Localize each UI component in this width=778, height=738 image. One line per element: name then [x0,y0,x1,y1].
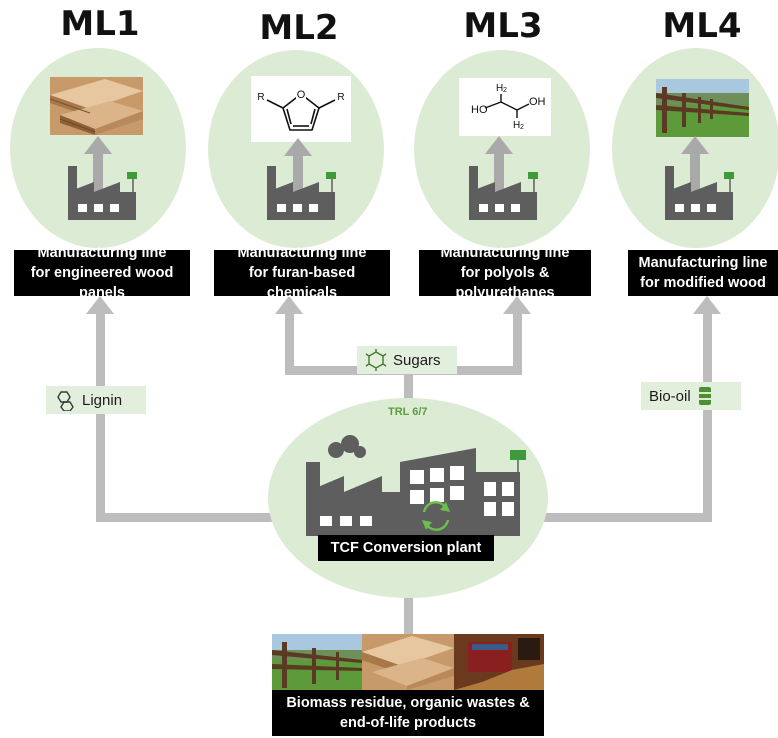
svg-text:H: H [513,120,520,131]
sugars-stem [404,374,413,414]
biooil-vertical-arrow-shaft [703,312,712,522]
ml1-label: Manufacturing line for engineered wood p… [14,245,190,301]
lignin-vertical-arrow-shaft [96,312,105,522]
trl-label: TRL 6/7 [388,406,428,418]
feedstock-images [272,634,544,690]
fence-photo [272,634,362,690]
ethylene-glycol-structure-image: HO OH H 2 H 2 [459,78,551,136]
sugars-ml3-arrowhead [503,296,531,314]
wooden-fence-image [656,79,749,137]
ml1-title: ML1 [60,4,140,44]
wood-panels-image [50,77,143,135]
biooil-arrowhead [693,296,721,314]
lignin-arrowhead [86,296,114,314]
sugars-tag: Sugars [357,346,457,374]
waste-photo [454,634,544,690]
biooil-horizontal-connector [540,513,712,522]
feedstock-label: Biomass residue, organic wastes & end-of… [272,690,544,736]
ml4-title: ML4 [662,6,742,46]
sugars-ml2-arrowhead [275,296,303,314]
conversion-plant-icon [306,435,526,536]
lignin-horizontal-connector [96,513,296,522]
ml2-title: ML2 [259,8,339,48]
ml1-factory-icon [68,166,137,220]
ml3-label: Manufacturing line for polyols & polyure… [419,245,591,301]
furan-r-left: R [257,92,264,103]
product-arrows [84,136,709,192]
biooil-tag: Bio-oil [641,382,741,410]
lignin-tag: Lignin [46,386,146,414]
ml2-factory-icon [267,166,336,220]
feedstock-arrow-shaft [404,582,413,634]
svg-text:HO: HO [471,104,488,116]
svg-text:OH: OH [529,96,546,108]
lignin-molecule-icon [57,391,74,411]
svg-text:H: H [496,83,503,94]
sugar-molecule-icon [365,349,387,371]
furan-r-right: R [337,92,344,103]
ml2-label: Manufacturing line for furan-based chemi… [214,245,390,301]
plant-label: TCF Conversion plant [318,535,494,561]
ml4-label: Manufacturing line for modified wood [628,250,778,296]
oil-barrel-icon [698,387,711,405]
panels-photo [362,634,454,690]
svg-text:2: 2 [520,124,524,131]
svg-text:O: O [297,89,306,101]
svg-text:2: 2 [503,87,507,94]
sugars-ml3-shaft [513,312,522,375]
ml4-factory-icon [665,166,734,220]
ml3-factory-icon [469,166,538,220]
sugars-ml2-shaft [285,312,294,375]
ml3-title: ML3 [463,6,543,46]
furan-structure-image: O R R [251,76,351,142]
